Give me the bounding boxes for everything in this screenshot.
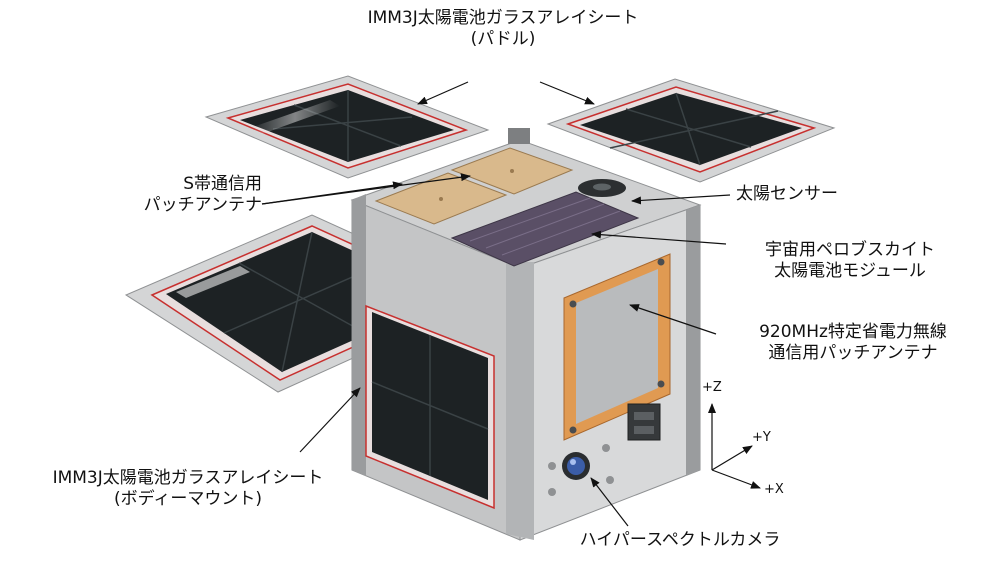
- arrow-s-band-2: [261, 173, 471, 205]
- coordinate-axes: [708, 403, 761, 489]
- axis-y-label: +Y: [752, 430, 771, 445]
- label-s-band-antenna: S帯通信用 パッチアンテナ: [143, 174, 262, 215]
- arrow-body-panels: [299, 387, 361, 453]
- arrow-perovskite: [591, 230, 727, 245]
- label-sun-sensor: 太陽センサー: [736, 184, 838, 204]
- arrow-lpwa: [629, 304, 717, 335]
- arrow-sun-sensor: [631, 194, 731, 205]
- axis-z-label: +Z: [702, 380, 722, 395]
- sun-sensor: [578, 179, 626, 197]
- connector-ports: [548, 403, 661, 496]
- label-hyperspectral-camera: ハイパースペクトルカメラ: [579, 530, 781, 550]
- label-paddle-panels: IMM3J太陽電池ガラスアレイシート (パドル): [367, 8, 639, 49]
- axis-x: [711, 469, 761, 489]
- label-perovskite-module: 宇宙用ペロブスカイト 太陽電池モジュール: [765, 240, 935, 281]
- hyperspectral-camera: [562, 452, 590, 480]
- arrow-camera: [590, 477, 629, 527]
- axis-y: [711, 445, 753, 471]
- perovskite-solar-module: [450, 191, 640, 267]
- arrow-paddle-left: [417, 81, 469, 105]
- arrow-paddle-right: [539, 81, 595, 105]
- label-body-panels: IMM3J太陽電池ガラスアレイシート (ボディーマウント): [52, 468, 324, 509]
- paddle-top-left: [204, 75, 490, 179]
- paddle-top-right: [546, 78, 836, 183]
- label-lpwa-antenna: 920MHz特定省電力無線 通信用パッチアンテナ: [759, 322, 947, 363]
- leader-lines: [261, 81, 731, 527]
- axis-x-label: +X: [764, 482, 784, 497]
